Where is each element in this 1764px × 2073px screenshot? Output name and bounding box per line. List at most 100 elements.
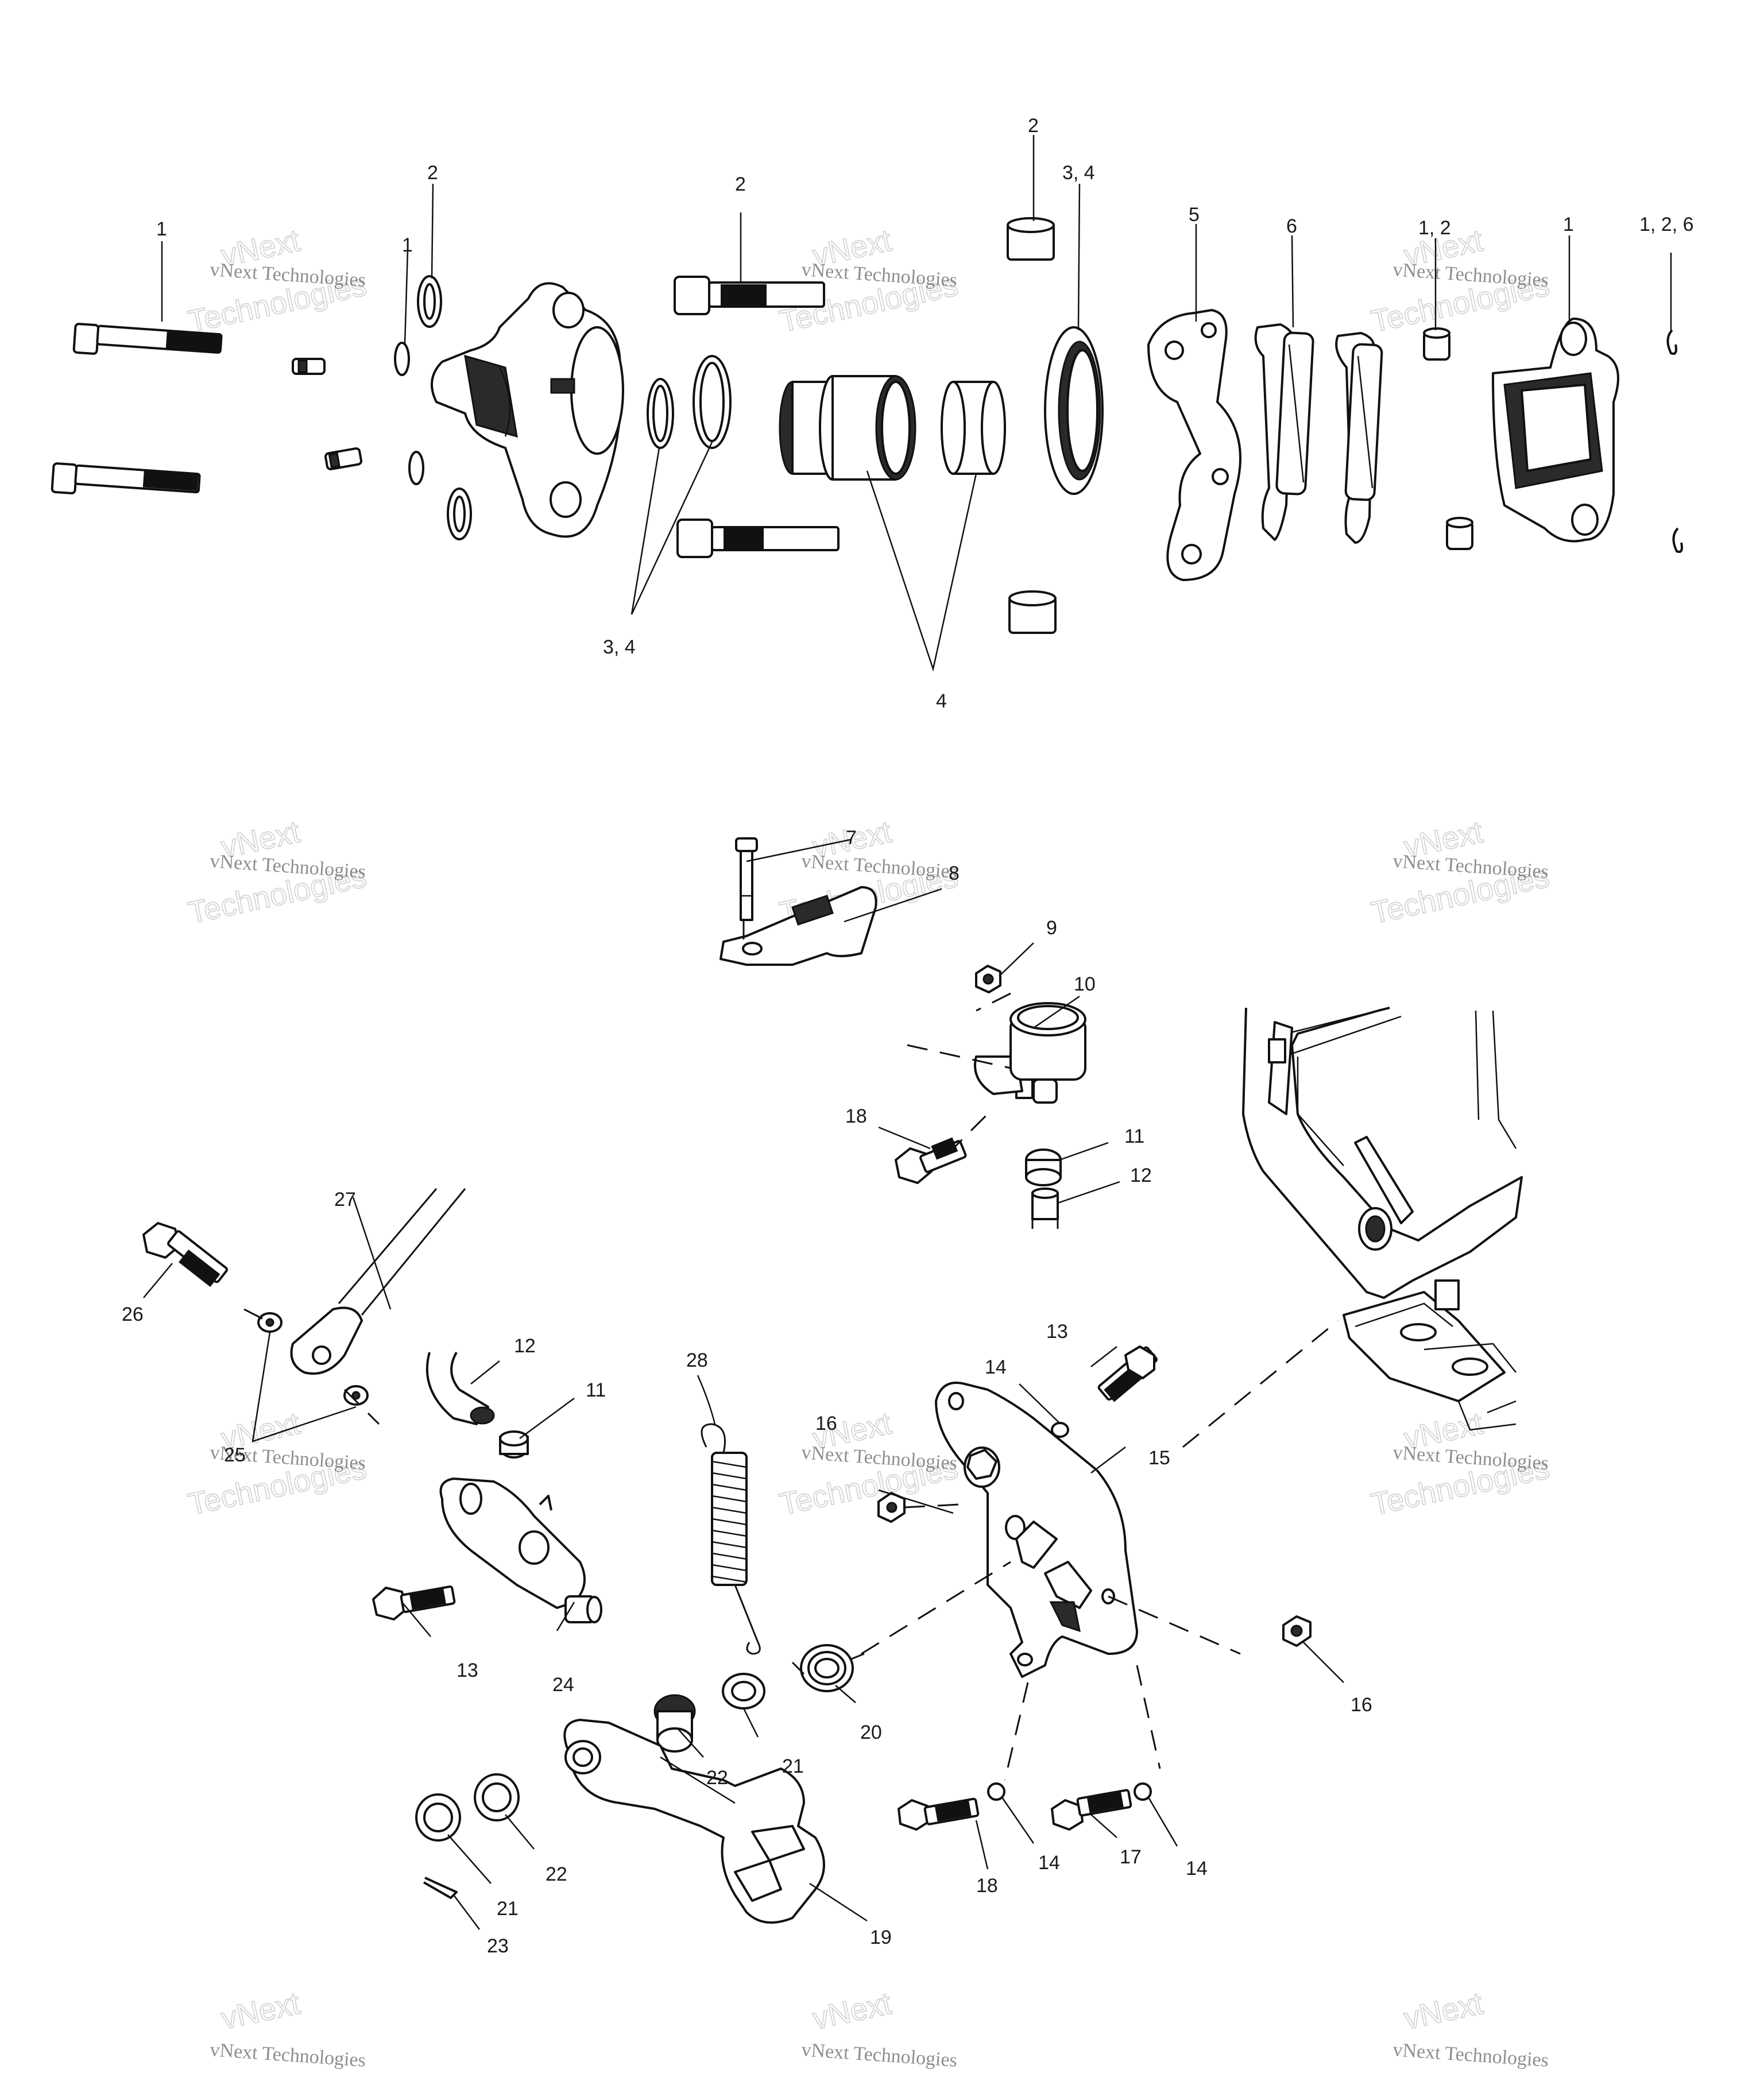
master-cylinder-24 bbox=[439, 1478, 602, 1623]
bolt-13-upper bbox=[1097, 1345, 1158, 1402]
callout: 15 bbox=[1148, 1447, 1170, 1469]
bleeder-valve-upper bbox=[292, 358, 326, 375]
mount-bracket-8 bbox=[719, 886, 877, 966]
callout: 3, 4 bbox=[1062, 162, 1095, 184]
guide-pin-upper bbox=[674, 276, 825, 315]
washer-14 bbox=[1051, 1422, 1069, 1438]
hose-clamp-11-lower bbox=[499, 1430, 529, 1459]
nut-16-upper bbox=[877, 1492, 906, 1523]
washer-14 bbox=[1134, 1782, 1152, 1801]
guide-pin-lower bbox=[676, 519, 840, 558]
piston-cup bbox=[941, 381, 1006, 475]
watermark-text: vNext Technologies bbox=[1392, 2039, 1549, 2070]
vehicle-frame bbox=[1242, 1007, 1523, 1431]
caliper-assembly bbox=[51, 135, 1683, 672]
bolt-18-upper bbox=[895, 1137, 967, 1184]
watermark-brand: vNext bbox=[218, 1986, 303, 2036]
bushing-lower bbox=[1008, 590, 1057, 634]
caliper-piston bbox=[779, 375, 916, 481]
callout: 1 bbox=[1563, 214, 1574, 235]
callout: 16 bbox=[815, 1413, 837, 1434]
brake-cable-27 bbox=[338, 1188, 466, 1316]
bolt-17 bbox=[1051, 1789, 1132, 1831]
nut-9 bbox=[975, 965, 1001, 993]
callout: 27 bbox=[334, 1189, 356, 1210]
callout: 16 bbox=[1351, 1694, 1372, 1716]
callout: 9 bbox=[1046, 917, 1057, 939]
watermark-text: vNext Technologies bbox=[800, 2039, 958, 2070]
callout: 14 bbox=[985, 1356, 1007, 1378]
callout: 13 bbox=[1046, 1321, 1068, 1343]
caliper-body-inner bbox=[431, 282, 624, 538]
callout: 8 bbox=[949, 863, 960, 884]
callout: 22 bbox=[546, 1863, 567, 1885]
bolt-13-left bbox=[372, 1585, 456, 1621]
callout: 3, 4 bbox=[603, 636, 636, 658]
rod-end-25 bbox=[257, 1306, 369, 1406]
callout: 21 bbox=[782, 1755, 804, 1777]
callout: 4 bbox=[936, 690, 947, 712]
hose-clamp-11-upper bbox=[1025, 1148, 1062, 1186]
callout-labels: 1 1 2 2 2 3, 4 5 6 1, 2 1 1, 2, 6 3, 4 4… bbox=[122, 115, 1694, 1957]
pedal-assembly bbox=[142, 837, 1523, 1930]
o-ring bbox=[394, 342, 410, 376]
small-bushing bbox=[1423, 327, 1450, 361]
callout: 24 bbox=[552, 1674, 574, 1696]
reservoir-10 bbox=[974, 1002, 1086, 1104]
caliper-bracket bbox=[1147, 309, 1241, 581]
callout: 25 bbox=[224, 1444, 246, 1466]
watermark-brand: vNext bbox=[1401, 1986, 1486, 2036]
hose-12-lower bbox=[425, 1352, 495, 1425]
callout: 10 bbox=[1074, 973, 1096, 995]
callout: 2 bbox=[427, 162, 438, 184]
callout: 1, 2, 6 bbox=[1639, 214, 1694, 235]
brake-pad-outer bbox=[1335, 332, 1383, 544]
callout: 23 bbox=[487, 1935, 509, 1957]
nut-16-right bbox=[1282, 1615, 1312, 1647]
callout: 18 bbox=[845, 1105, 867, 1127]
brake-pedal-19 bbox=[563, 1719, 825, 1924]
assembly-lines bbox=[243, 919, 1339, 1781]
caliper-bolt-upper bbox=[72, 323, 223, 355]
pedal-mount-plate-15 bbox=[935, 1382, 1138, 1678]
small-bushing bbox=[1446, 517, 1473, 550]
pad-clip bbox=[1672, 527, 1683, 553]
watermark-text: vNext Technologies bbox=[209, 2039, 366, 2070]
bushing-upper bbox=[1007, 217, 1055, 261]
callout: 14 bbox=[1038, 1852, 1060, 1874]
callout: 2 bbox=[735, 173, 746, 195]
callout: 13 bbox=[457, 1660, 478, 1681]
bolt-18-lower bbox=[898, 1797, 980, 1831]
caliper-bolt-lower bbox=[51, 462, 201, 494]
callout: 21 bbox=[497, 1898, 519, 1920]
callout: 17 bbox=[1120, 1846, 1142, 1868]
callout: 7 bbox=[846, 827, 857, 849]
washer-14 bbox=[987, 1782, 1005, 1801]
torsion-spring-20 bbox=[791, 1644, 865, 1692]
callout: 22 bbox=[706, 1767, 728, 1789]
return-spring-28 bbox=[701, 1423, 761, 1655]
callout: 11 bbox=[1124, 1126, 1144, 1147]
leader-lines-bottom bbox=[143, 838, 1344, 1930]
cotter-pin-23 bbox=[423, 1877, 458, 1899]
callout: 6 bbox=[1286, 215, 1297, 237]
callout: 20 bbox=[860, 1722, 882, 1743]
callout: 18 bbox=[976, 1875, 998, 1897]
bleeder-valve-lower bbox=[324, 447, 363, 471]
callout: 1, 2 bbox=[1418, 217, 1451, 239]
leader-lines-top bbox=[161, 135, 1672, 672]
bolt-7 bbox=[735, 837, 758, 921]
caliper-seal-large bbox=[1044, 326, 1104, 495]
caliper-body-outer bbox=[1492, 318, 1619, 543]
callout: 28 bbox=[686, 1349, 708, 1371]
callout: 14 bbox=[1186, 1858, 1208, 1879]
callout: 12 bbox=[514, 1335, 536, 1357]
callout: 12 bbox=[1130, 1165, 1152, 1186]
callout: 5 bbox=[1189, 204, 1200, 226]
pad-clip bbox=[1666, 329, 1677, 355]
callout: 19 bbox=[870, 1927, 892, 1948]
bushing-22 bbox=[653, 1694, 696, 1753]
callout: 1 bbox=[156, 218, 167, 240]
